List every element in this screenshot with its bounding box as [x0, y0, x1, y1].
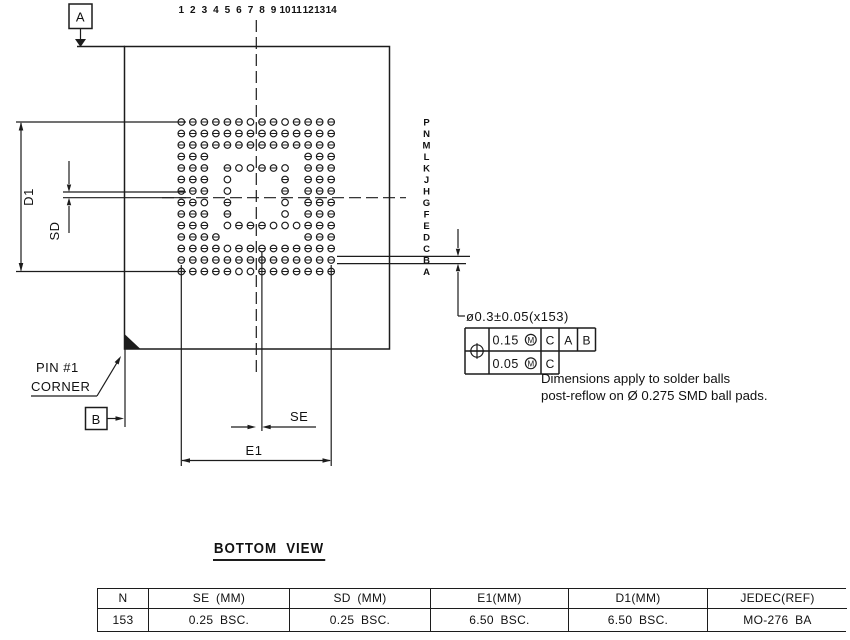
table-header-jedec: JEDEC(REF)	[708, 589, 847, 609]
datum-b: B	[84, 349, 126, 431]
table-header-sd: SD (MM)	[290, 589, 431, 609]
table-value-d1: 6.50 BSC.	[569, 608, 708, 631]
fcf-datum-ref-c2: C	[546, 357, 555, 371]
column-number: 10	[280, 5, 292, 16]
note-text: Dimensions apply to solder balls post-re…	[541, 371, 768, 404]
sd-dimension: SD	[47, 161, 186, 241]
fcf-datum-ref-c1: C	[546, 334, 555, 348]
d1-dimension: D1	[16, 121, 186, 273]
feature-control-frame: 0.15 M C A B 0.05 M C	[464, 327, 597, 375]
datum-a: A	[68, 3, 93, 47]
table-header-n: N	[98, 589, 149, 609]
row-letter: N	[423, 129, 430, 140]
row-letter: B	[423, 255, 430, 266]
pin1-corner: PIN #1 CORNER	[31, 334, 141, 397]
ball-size-callout: ø0.3±0.05(x153)	[466, 309, 569, 324]
column-number: 13	[314, 5, 326, 16]
row-letter: F	[424, 209, 430, 220]
fcf-datum-ref-b: B	[582, 334, 590, 348]
pin1-label-line1: PIN #1	[36, 360, 79, 375]
note-line-1: Dimensions apply to solder balls	[541, 371, 731, 386]
row-letter: A	[423, 267, 430, 278]
table-value-e1: 6.50 BSC.	[431, 608, 569, 631]
ball-diameter-callout: ø0.3±0.05(x153)	[337, 229, 569, 324]
mmc-circle-icon	[524, 357, 537, 370]
datum-b-label: B	[92, 412, 101, 427]
fcf-tolerance-1: 0.15	[493, 334, 519, 348]
column-number: 3	[202, 5, 208, 16]
column-number: 2	[190, 5, 196, 16]
solder-ball	[223, 244, 232, 253]
row-letter: M	[423, 140, 431, 151]
datum-a-label: A	[76, 10, 85, 25]
fcf-mmc-2: M	[527, 359, 534, 368]
table-value-se: 0.25 BSC.	[149, 608, 290, 631]
pin1-label-line2: CORNER	[31, 379, 90, 394]
row-letter: P	[423, 117, 430, 128]
e1-label: E1	[246, 443, 263, 458]
solder-ball	[281, 210, 289, 218]
fcf-tolerance-2: 0.05	[493, 357, 519, 371]
solder-ball	[246, 164, 255, 172]
column-number: 7	[248, 5, 254, 16]
fcf-datum-ref-a: A	[564, 334, 572, 348]
row-letter: J	[424, 175, 429, 186]
column-number: 9	[271, 5, 277, 16]
datum-a-triangle-icon	[75, 39, 86, 47]
sd-label: SD	[47, 221, 62, 240]
solder-ball	[235, 267, 243, 276]
solder-ball	[246, 267, 255, 276]
solder-ball	[223, 187, 232, 195]
solder-ball	[200, 198, 209, 207]
d1-label: D1	[21, 188, 36, 206]
column-number: 5	[225, 5, 231, 16]
row-letter: E	[423, 221, 429, 232]
column-number: 4	[213, 5, 219, 16]
solder-ball	[269, 221, 278, 230]
row-letter: D	[423, 232, 430, 243]
dimension-table: N SE (MM) SD (MM) E1(MM) D1(MM) JEDEC(RE…	[97, 588, 847, 632]
fcf-mmc-1: M	[527, 336, 534, 345]
view-title: BOTTOM VIEW	[213, 541, 325, 561]
column-number: 14	[326, 5, 338, 16]
row-letter: L	[424, 152, 430, 163]
solder-ball	[281, 164, 289, 172]
table-value-sd: 0.25 BSC.	[290, 608, 431, 631]
table-header-d1: D1(MM)	[569, 589, 708, 609]
table-value-jedec: MO-276 BA	[708, 608, 847, 631]
solder-ball	[281, 118, 289, 126]
solder-ball	[281, 198, 289, 207]
row-letter: H	[423, 186, 430, 197]
solder-ball	[281, 221, 289, 230]
solder-ball	[223, 221, 232, 230]
mmc-circle-icon	[524, 333, 537, 346]
column-number: 12	[303, 5, 315, 16]
ball-grid	[177, 118, 336, 276]
column-number: 6	[236, 5, 242, 16]
table-header-se: SE (MM)	[149, 589, 290, 609]
e1-dimension: E1	[180, 265, 332, 466]
solder-ball	[223, 175, 232, 184]
column-number: 11	[291, 5, 302, 16]
table-header-e1: E1(MM)	[431, 589, 569, 609]
pin1-triangle-icon	[125, 334, 141, 349]
position-symbol-icon	[469, 343, 485, 359]
row-letter: K	[423, 163, 430, 174]
row-letter: C	[423, 244, 430, 255]
solder-ball	[292, 221, 301, 230]
solder-ball	[235, 164, 243, 172]
note-line-2: post-reflow on Ø 0.275 SMD ball pads.	[541, 387, 768, 403]
column-number: 1	[179, 5, 185, 16]
se-dimension: SE	[231, 252, 316, 431]
se-label: SE	[290, 409, 308, 424]
solder-ball	[246, 118, 255, 126]
column-number: 8	[259, 5, 265, 16]
row-letter: G	[423, 198, 430, 209]
table-value-n: 153	[98, 608, 149, 631]
